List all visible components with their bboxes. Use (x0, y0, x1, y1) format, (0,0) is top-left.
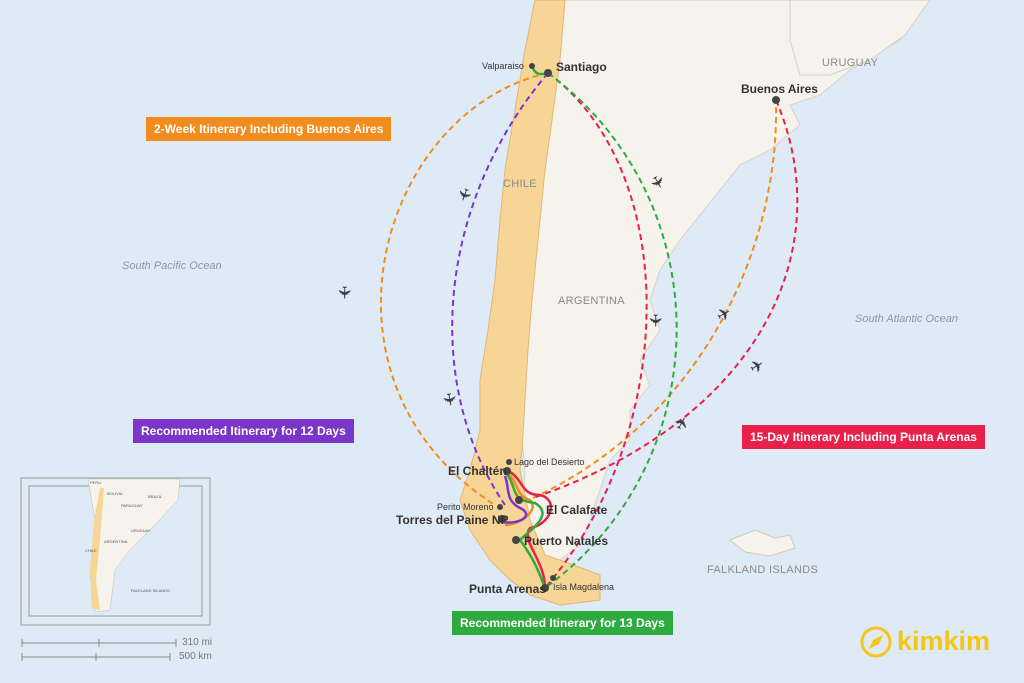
city-magdalena: Isla Magdalena (553, 582, 615, 592)
city-buenos-aires: Buenos Aires (741, 82, 818, 96)
chile-land (459, 0, 601, 606)
inset-paraguay: PARAGUAY (121, 503, 143, 508)
route-purple (451, 72, 549, 506)
city-markers (497, 63, 780, 592)
badge-fifteen-days[interactable]: 15-Day Itinerary Including Punta Arenas (742, 425, 985, 449)
label-uruguay: URUGUAY (822, 57, 879, 69)
city-calafate: El Calafate (546, 503, 608, 517)
route-red-santiago (544, 72, 648, 589)
city-santiago: Santiago (556, 60, 607, 74)
label-chile: CHILE (503, 178, 537, 190)
scale-km: 500 km (179, 651, 212, 662)
route-orange-santiago (379, 72, 549, 506)
inset-uruguay: URUGUAY (131, 528, 151, 533)
city-natales: Puerto Natales (524, 534, 609, 548)
route-red-ba (532, 99, 799, 499)
city-punta: Punta Arenas (469, 582, 546, 596)
badge-twelve-days[interactable]: Recommended Itinerary for 12 Days (133, 419, 354, 443)
inset-frame (20, 477, 211, 626)
label-argentina: ARGENTINA (558, 295, 625, 307)
compass-icon (860, 626, 892, 658)
falkland-islands (729, 529, 796, 557)
scale-bars (21, 639, 177, 661)
inset-bolivia: BOLIVIA (107, 491, 123, 496)
route-local-green (505, 473, 547, 589)
city-perito: Perito Moreno (437, 502, 494, 512)
badge-two-week[interactable]: 2-Week Itinerary Including Buenos Aires (146, 117, 392, 141)
plane-icon: ✈ (334, 285, 354, 300)
inset-brazil: BRAZIL (148, 494, 163, 499)
plane-icon: ✈ (645, 313, 665, 328)
inset-falkland: FALKLAND ISLANDS (131, 588, 170, 593)
uruguay-land (789, 0, 931, 76)
city-chalten: El Chaltén (448, 464, 507, 478)
route-local-red (506, 468, 552, 589)
city-torres: Torres del Paine NP (396, 513, 509, 527)
route-local-purple (501, 475, 528, 524)
route-orange-ba (532, 99, 778, 499)
label-pacific: South Pacific Ocean (122, 260, 222, 272)
inset-chile-label: CHILE (85, 548, 97, 553)
inset-peru: PERU (90, 480, 102, 485)
kimkim-logo[interactable]: kimkim (897, 626, 991, 656)
badge-thirteen-days[interactable]: Recommended Itinerary for 13 Days (452, 611, 673, 635)
city-valparaiso: Valparaiso (482, 61, 524, 71)
scale-miles: 310 mi (182, 637, 213, 648)
city-lago: Lago del Desierto (514, 457, 585, 467)
plane-icon: ✈ (438, 390, 460, 409)
inset-argentina: ARGENTINA (104, 539, 128, 544)
label-atlantic: South Atlantic Ocean (855, 313, 958, 325)
label-falkland: FALKLAND ISLANDS (707, 564, 819, 576)
inset-chile (90, 488, 104, 610)
